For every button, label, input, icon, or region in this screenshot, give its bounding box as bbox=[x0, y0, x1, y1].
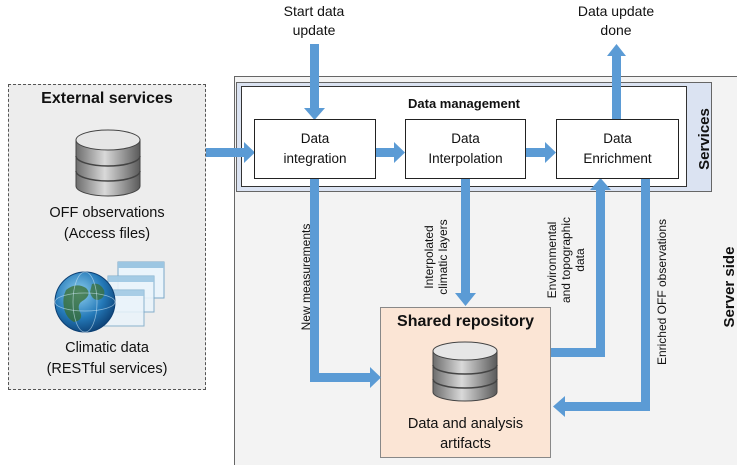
artifacts-line1: Data and analysis bbox=[407, 416, 524, 432]
enriched-observations-arrow bbox=[553, 178, 650, 417]
start-update-line1: Start data bbox=[283, 3, 345, 19]
new-measurements-label: New measurements bbox=[299, 223, 313, 331]
external-to-integration-arrow bbox=[206, 142, 255, 163]
external-services-title: External services bbox=[41, 90, 173, 107]
shared-repository-title: Shared repository bbox=[397, 313, 534, 330]
data-interpolation-box: Data Interpolation bbox=[405, 119, 526, 179]
repository-artifacts-label: Data and analysis artifacts bbox=[380, 414, 551, 454]
off-observations-label: OFF observations (Access files) bbox=[8, 203, 206, 245]
interpolation-line2: Interpolation bbox=[428, 151, 503, 166]
climatic-data-label: Climatic data (RESTful services) bbox=[8, 338, 206, 380]
database-icon bbox=[75, 129, 141, 197]
interpolated-layers-label: Interpolated climatic layers bbox=[422, 202, 450, 312]
new-measurements-arrow bbox=[310, 178, 381, 388]
environmental-line1: Environmental bbox=[545, 221, 559, 299]
environmental-line3: data bbox=[573, 248, 587, 272]
interpolation-to-enrichment-arrow bbox=[525, 142, 556, 163]
enrichment-line2: Enrichment bbox=[583, 151, 652, 166]
server-side-label: Server side bbox=[721, 246, 737, 328]
climatic-data-line2: (RESTful services) bbox=[46, 361, 168, 377]
integration-line1: Data bbox=[300, 131, 330, 146]
enriched-observations-label: Enriched OFF observations bbox=[655, 218, 669, 366]
start-update-line2: update bbox=[292, 22, 336, 38]
interpolation-line1: Data bbox=[451, 131, 480, 146]
integration-line2: integration bbox=[283, 151, 347, 166]
integration-to-interpolation-arrow bbox=[375, 142, 405, 163]
interpolated-layers-arrow bbox=[455, 178, 476, 306]
environmental-data-arrow bbox=[551, 178, 611, 357]
update-done-line1: Data update bbox=[577, 3, 655, 19]
update-done-arrow bbox=[607, 44, 626, 120]
data-integration-box: Data integration bbox=[254, 119, 376, 179]
interpolated-line1: Interpolated bbox=[422, 225, 436, 289]
update-done-label: Data update done bbox=[556, 2, 676, 40]
environmental-data-label: Environmental and topographic data bbox=[545, 190, 587, 330]
off-observations-line2: (Access files) bbox=[63, 226, 151, 242]
services-label: Services bbox=[696, 108, 713, 170]
globe-web-services-icon bbox=[54, 261, 165, 333]
data-enrichment-box: Data Enrichment bbox=[556, 119, 679, 179]
environmental-line2: and topographic bbox=[559, 216, 573, 304]
off-observations-line1: OFF observations bbox=[49, 205, 165, 221]
interpolated-line2: climatic layers bbox=[436, 219, 450, 295]
enrichment-line1: Data bbox=[603, 131, 632, 146]
repository-database-icon bbox=[432, 341, 498, 402]
start-update-label: Start data update bbox=[264, 2, 364, 40]
artifacts-line2: artifacts bbox=[440, 436, 491, 452]
update-done-line2: done bbox=[600, 22, 632, 38]
climatic-data-line1: Climatic data bbox=[65, 340, 149, 356]
data-management-title: Data management bbox=[408, 96, 520, 111]
start-update-arrow bbox=[304, 44, 325, 120]
